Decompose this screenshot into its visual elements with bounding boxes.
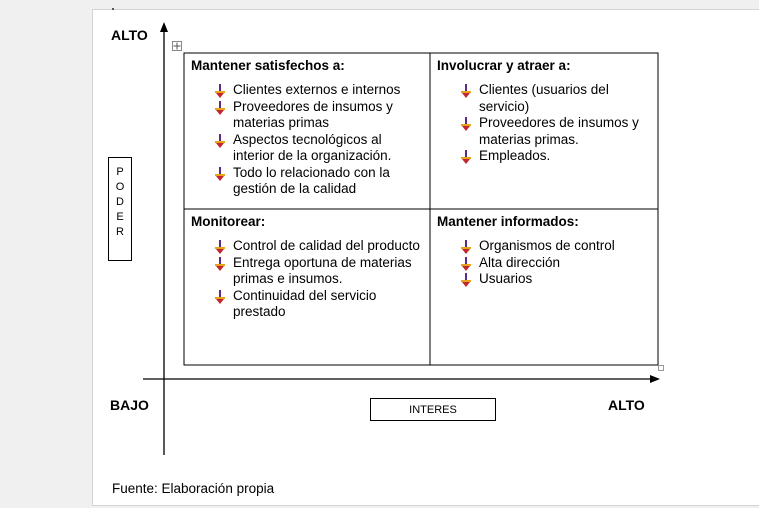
table-resize-handle[interactable] [658, 365, 664, 371]
y-axis-title-letter: D [116, 196, 124, 208]
x-axis-arrow [650, 375, 660, 383]
list-item: Todo lo relacionado con la gestión de la… [213, 165, 424, 198]
arrow-bullet-icon [215, 100, 225, 115]
arrow-bullet-icon [461, 117, 471, 131]
list-item: Organismos de control [459, 238, 652, 255]
quadrant-top-left: Mantener satisfechos a: Clientes externo… [185, 54, 430, 209]
quadrant-title: Involucrar y atraer a: [437, 58, 571, 73]
list-item: Alta dirección [459, 255, 652, 272]
y-axis-title-box: P O D E R [108, 157, 132, 261]
list-item: Proveedores de insumos y materias primas [213, 99, 424, 132]
x-axis-title-box: INTERES [370, 398, 496, 421]
arrow-bullet-icon [215, 240, 225, 254]
list-item: Clientes externos e internos [213, 82, 424, 99]
quadrant-list: Clientes externos e internos Proveedores… [191, 82, 424, 198]
list-item: Proveedores de insumos y materias primas… [459, 115, 652, 148]
table-move-handle[interactable] [172, 41, 182, 51]
y-axis-arrow [160, 22, 168, 32]
quadrant-list: Control de calidad del producto Entrega … [191, 238, 424, 321]
arrow-bullet-icon [215, 133, 225, 148]
quadrant-top-right: Involucrar y atraer a: Clientes (usuario… [431, 54, 658, 209]
list-item: Clientes (usuarios del servicio) [459, 82, 652, 115]
arrow-bullet-icon [215, 84, 225, 98]
quadrant-title: Monitorear: [191, 214, 266, 229]
list-item: Empleados. [459, 148, 652, 165]
quadrant-title: Mantener satisfechos a: [191, 58, 345, 73]
list-item: Continuidad del servicio prestado [213, 288, 424, 321]
list-item: Usuarios [459, 271, 652, 288]
stray-dot [112, 8, 114, 10]
arrow-bullet-icon [215, 166, 225, 181]
quadrant-title: Mantener informados: [437, 214, 579, 229]
arrow-bullet-icon [461, 273, 471, 287]
y-axis-title-letter: P [116, 166, 124, 178]
y-axis-title-letter: E [116, 211, 124, 223]
arrow-bullet-icon [461, 150, 471, 164]
y-axis-high-label: ALTO [111, 27, 148, 43]
quadrant-list: Clientes (usuarios del servicio) Proveed… [437, 82, 652, 165]
arrow-bullet-icon [461, 256, 471, 271]
arrow-bullet-icon [461, 84, 471, 98]
x-axis-low-label: BAJO [110, 397, 149, 413]
arrow-bullet-icon [215, 289, 225, 304]
y-axis-title-letter: R [116, 226, 124, 238]
list-item: Entrega oportuna de materias primas e in… [213, 255, 424, 288]
quadrant-list: Organismos de control Alta dirección Usu… [437, 238, 652, 288]
list-item: Control de calidad del producto [213, 238, 424, 255]
arrow-bullet-icon [461, 240, 471, 254]
y-axis-title-letter: O [115, 181, 125, 193]
quadrant-bottom-left: Monitorear: Control de calidad del produ… [185, 210, 430, 365]
arrow-bullet-icon [215, 256, 225, 271]
move-icon [173, 42, 181, 50]
document-page [92, 9, 759, 506]
list-item: Aspectos tecnológicos al interior de la … [213, 132, 424, 165]
quadrant-bottom-right: Mantener informados: Organismos de contr… [431, 210, 658, 365]
source-caption: Fuente: Elaboración propia [112, 481, 275, 496]
x-axis-high-label: ALTO [608, 397, 645, 413]
